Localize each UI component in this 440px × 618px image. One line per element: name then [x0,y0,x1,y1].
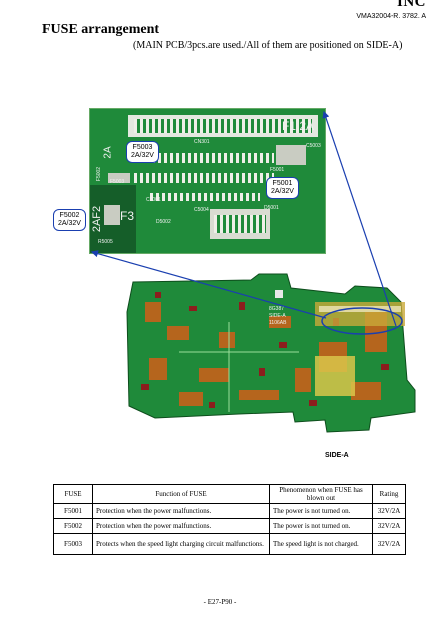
main-pcb-photo: 8G387 SIDE-A 1106AB [119,272,422,444]
fuse-f5003-body [108,173,130,183]
silk-f5003: F5003 [110,179,125,185]
page-footer: - E27-P90 - [203,598,237,606]
silk-cn301: CN301 [194,139,210,145]
board-silk-lot: 1106AB [269,320,287,326]
pcb-drawing: 8G387 SIDE-A 1106AB [126,273,416,433]
mount-pad [275,290,283,298]
silk-c5001: C5001 [146,197,161,203]
silk-f5002: F5002 [96,166,103,182]
callout-f5001-rating: 2A/32V [271,188,294,195]
brand-mark: INC [396,0,426,10]
connector-pins [134,119,312,133]
pcb-outline [126,273,416,433]
silk-2af2: 2AF2 [91,205,104,233]
pad-row-2 [134,173,274,183]
cell-function: Protection when the power malfunctions. [92,503,270,519]
cell-function: Protection when the power malfunctions. [92,518,270,534]
pad-row-1 [134,153,274,163]
page-subtitle: (MAIN PCB/3pcs.are used./All of them are… [133,40,403,51]
table-row: F5003 Protects when the speed light char… [53,533,406,555]
silk-c5004: C5004 [194,207,209,213]
callout-f5002: F5002 2A/32V [53,209,86,231]
board-silk-part: 8G387 [269,306,284,312]
board-silk-side: SIDE-A [269,313,286,319]
callout-f5003-id: F5003 [132,144,153,151]
col-fuse: FUSE [53,484,93,504]
cell-fuse: F5003 [53,533,93,555]
table-row: F5002 Protection when the power malfunct… [53,518,406,534]
cell-rating: 32V/2A [372,503,406,519]
silk-f1-2a: F1 2A [282,119,315,133]
cell-rating: 32V/2A [372,518,406,534]
fuse-f5001-body [276,145,306,165]
ic-chip [315,356,355,396]
pad-row-3 [150,193,260,201]
callout-f5003: F5003 2A/32V [126,141,159,163]
silk-f3: F3 [120,209,135,223]
table-header-row: FUSE Function of FUSE Phenomenon when FU… [53,484,406,504]
cell-phenomenon: The speed light is not charged. [269,533,373,555]
table-row: F5001 Protection when the power malfunct… [53,503,406,519]
silk-d5002: D5002 [156,219,171,225]
document-code: VMA32004-R. 3782. A [356,13,426,20]
zoomed-pcb-photo: F1 2A 2A F3 2AF2 CN301 F5003 F5001 F5002… [89,108,326,254]
cell-rating: 32V/2A [372,533,406,555]
component-pins [214,215,266,233]
page-title: FUSE arrangement [42,22,160,37]
col-rating: Rating [372,484,406,504]
cell-phenomenon: The power is not turned on. [269,503,373,519]
silk-d5001: D5001 [264,205,279,211]
fuse-f5002-body [104,205,120,225]
callout-f5001: F5001 2A/32V [266,177,299,199]
col-function: Function of FUSE [92,484,270,504]
callout-f5002-rating: 2A/32V [58,220,81,227]
silk-c5003: C5003 [306,143,321,149]
silk-r5005: R5005 [98,239,113,245]
side-a-label: SIDE-A [325,452,349,459]
cell-function: Protects when the speed light charging c… [92,533,270,555]
callout-f5003-rating: 2A/32V [131,152,154,159]
cell-phenomenon: The power is not turned on. [269,518,373,534]
callout-f5001-id: F5001 [272,180,293,187]
col-phenomenon: Phenomenon when FUSE has blown out [269,484,373,504]
silk-f5001: F5001 [270,167,285,173]
fuse-table: FUSE Function of FUSE Phenomenon when FU… [53,484,406,555]
silk-2a: 2A [102,146,114,159]
callout-f5002-id: F5002 [59,212,80,219]
cell-fuse: F5002 [53,518,93,534]
cell-fuse: F5001 [53,503,93,519]
